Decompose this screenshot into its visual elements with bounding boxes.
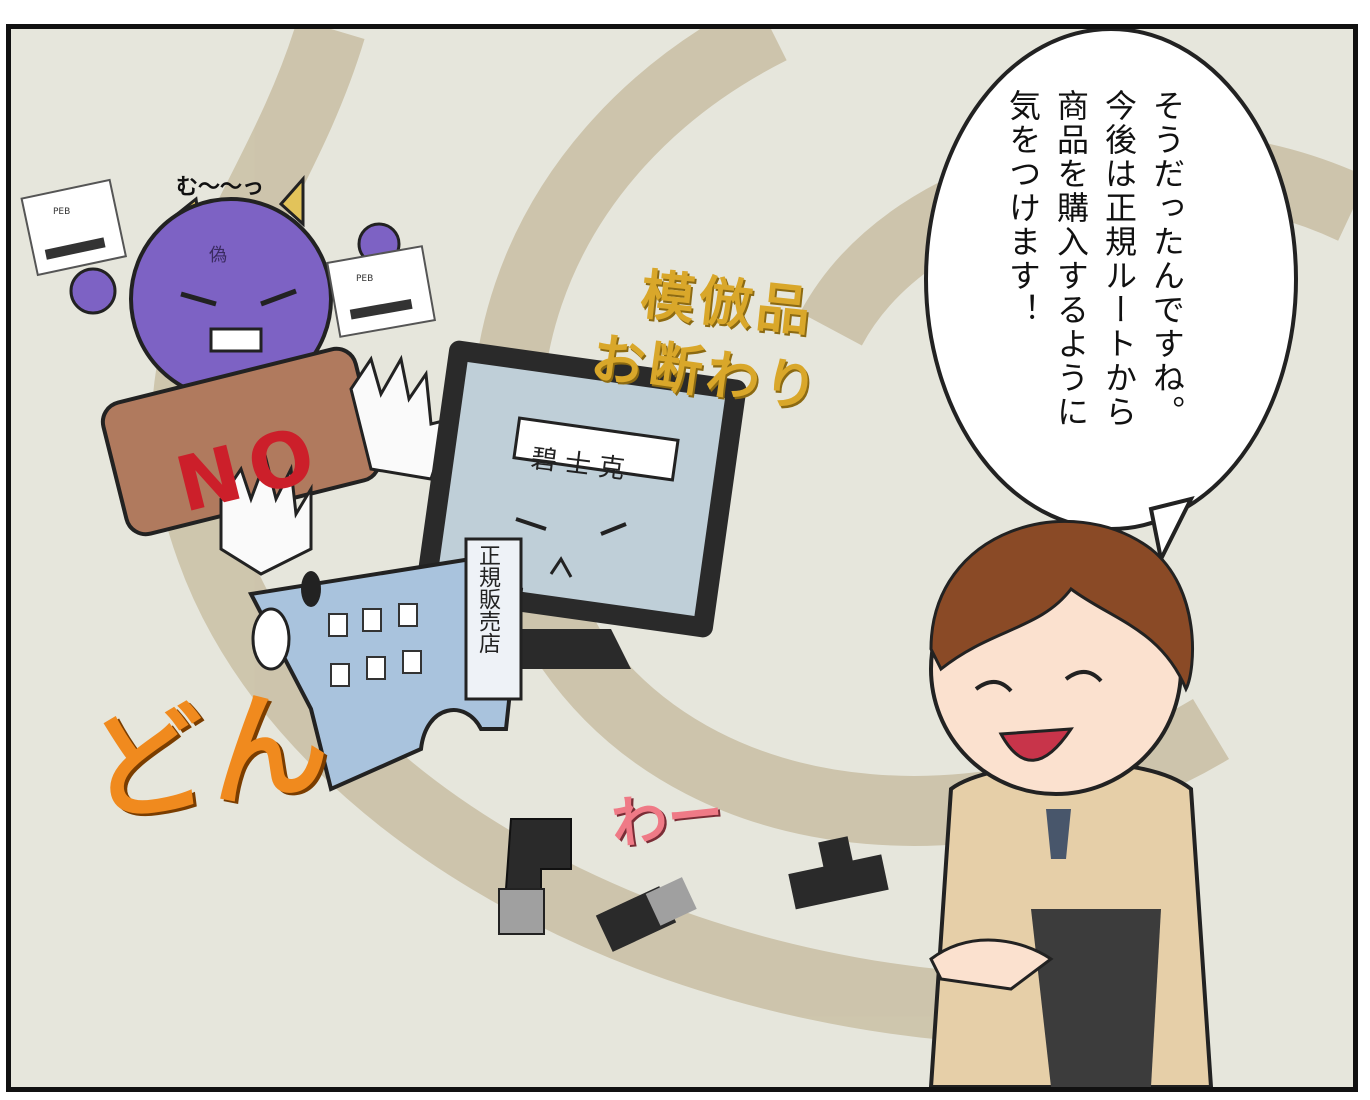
scene-illustration bbox=[20, 29, 1353, 1087]
comic-panel: そうだったんですね。 今後は正規ルートから 商品を購入するように 気をつけます！… bbox=[6, 24, 1358, 1092]
elbow-fitting bbox=[498, 818, 572, 935]
shipping-label-left-brand: PEB bbox=[53, 207, 71, 217]
fake-monster bbox=[69, 175, 401, 401]
shipping-label-right-brand: PEB bbox=[356, 274, 374, 284]
speech-line-1: そうだったんですね。 bbox=[1148, 89, 1186, 429]
white-glove-left bbox=[219, 453, 313, 576]
fake-kanji-label: 偽 bbox=[209, 245, 227, 266]
shipping-label-left bbox=[20, 178, 128, 277]
speech-line-4: 気をつけます！ bbox=[1004, 89, 1042, 327]
sfx-don: どん bbox=[79, 671, 337, 843]
sfx-mu: む〜〜っ bbox=[176, 175, 265, 200]
man-character bbox=[928, 519, 1214, 1087]
white-glove-right bbox=[349, 354, 454, 481]
speech-bubble-text: そうだったんですね。 今後は正規ルートから 商品を購入するように 気をつけます！ bbox=[1004, 89, 1191, 489]
authorized-store-building bbox=[247, 537, 524, 792]
store-label: 正規販売店 bbox=[475, 544, 500, 654]
speech-line-3: 商品を購入するように bbox=[1052, 89, 1090, 429]
straight-fitting bbox=[595, 877, 697, 952]
tee-fitting bbox=[788, 836, 889, 910]
speech-line-2: 今後は正規ルートから bbox=[1100, 89, 1138, 429]
shipping-label-right bbox=[326, 245, 437, 338]
sfx-wa: わー bbox=[608, 781, 727, 858]
